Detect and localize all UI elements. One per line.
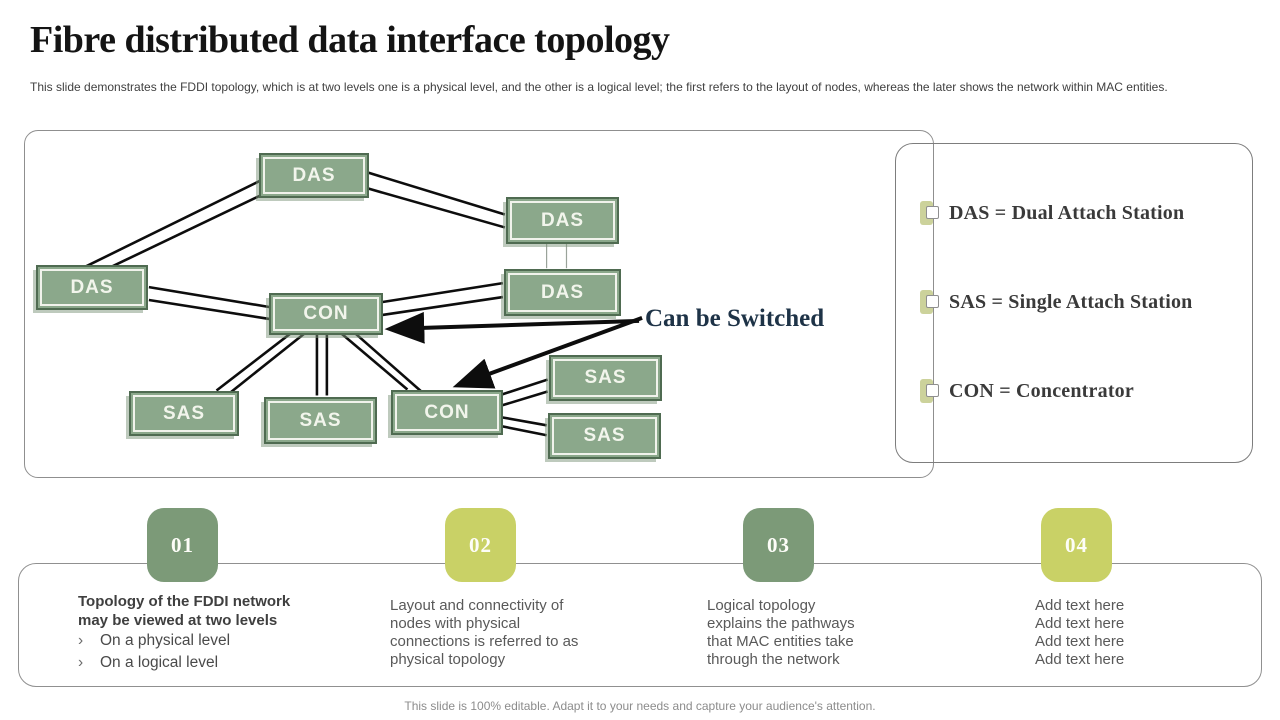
- step-bullet-item: › On a logical level: [78, 652, 378, 674]
- chevron-bullet-icon: ›: [78, 654, 84, 671]
- step-text-line: Logical topology: [707, 597, 816, 614]
- legend-label: DAS = Dual Attach Station: [949, 201, 1185, 224]
- node-sas-right-top: SAS: [549, 355, 662, 401]
- page-title: Fibre distributed data interface topolog…: [30, 19, 670, 61]
- slide-subtitle: This slide demonstrates the FDDI topolog…: [30, 80, 1168, 94]
- step-heading-line: may be viewed at two levels: [78, 612, 278, 629]
- legend-panel: DAS = Dual Attach Station SAS = Single A…: [895, 143, 1253, 463]
- legend-bullet-icon: [920, 378, 943, 404]
- step-badge-01: 01: [147, 508, 218, 582]
- bullet-checkbox: [926, 384, 939, 397]
- node-das-top: DAS: [259, 153, 369, 198]
- step-bullet-label: On a logical level: [100, 654, 219, 671]
- step-text-01: Topology of the FDDI network may be view…: [78, 592, 378, 674]
- bullet-checkbox: [926, 295, 939, 308]
- node-con-right: CON: [391, 390, 503, 435]
- ring-double-lines: [83, 171, 549, 437]
- step-text-04: Add text here Add text here Add text her…: [1035, 597, 1235, 669]
- step-text-line: Layout and connectivity of: [390, 597, 564, 614]
- legend-item-das: DAS = Dual Attach Station: [920, 200, 1184, 226]
- connection-lines: [83, 171, 643, 437]
- can-be-switched-label: Can be Switched: [645, 305, 825, 332]
- step-text-02: Layout and connectivity of nodes with ph…: [390, 597, 630, 669]
- node-sas-right-bottom: SAS: [548, 413, 661, 459]
- node-sas-left: SAS: [129, 391, 239, 436]
- step-text-line: Add text here: [1035, 633, 1125, 650]
- legend-bullet-icon: [920, 200, 943, 226]
- step-badge-04: 04: [1041, 508, 1112, 582]
- step-bullet-label: On a physical level: [100, 632, 231, 649]
- chevron-bullet-icon: ›: [78, 632, 84, 649]
- step-heading-line: Topology of the FDDI network: [78, 593, 291, 610]
- topology-diagram-panel: DAS DAS DAS DAS CON SAS SAS CON SAS SAS …: [24, 130, 934, 478]
- legend-bullet-icon: [920, 289, 943, 315]
- editable-note: This slide is 100% editable. Adapt it to…: [404, 699, 876, 713]
- node-das-right-top: DAS: [506, 197, 619, 244]
- node-sas-mid: SAS: [264, 397, 377, 444]
- bullet-checkbox: [926, 206, 939, 219]
- legend-item-con: CON = Concentrator: [920, 378, 1134, 404]
- node-das-left: DAS: [36, 265, 148, 310]
- step-badge-02: 02: [445, 508, 516, 582]
- step-text-line: that MAC entities take: [707, 633, 854, 650]
- step-badge-03: 03: [743, 508, 814, 582]
- step-text-line: nodes with physical: [390, 615, 521, 632]
- steps-container: [18, 563, 1262, 687]
- switch-arrows: [384, 311, 643, 389]
- step-text-03: Logical topology explains the pathways t…: [707, 597, 947, 669]
- step-bullet-item: › On a physical level: [78, 630, 378, 652]
- das-stack-thin-lines: [546, 243, 568, 269]
- step-text-line: Add text here: [1035, 651, 1125, 668]
- legend-label: CON = Concentrator: [949, 379, 1134, 402]
- node-con-center: CON: [269, 293, 383, 335]
- step-text-line: explains the pathways: [707, 615, 855, 632]
- step-text-line: connections is referred to as: [390, 633, 579, 650]
- node-das-right-mid: DAS: [504, 269, 621, 316]
- legend-label: SAS = Single Attach Station: [949, 290, 1193, 313]
- step-text-line: through the network: [707, 651, 840, 668]
- step-text-line: Add text here: [1035, 597, 1125, 614]
- step-text-line: Add text here: [1035, 615, 1125, 632]
- step-text-line: physical topology: [390, 651, 506, 668]
- legend-item-sas: SAS = Single Attach Station: [920, 289, 1193, 315]
